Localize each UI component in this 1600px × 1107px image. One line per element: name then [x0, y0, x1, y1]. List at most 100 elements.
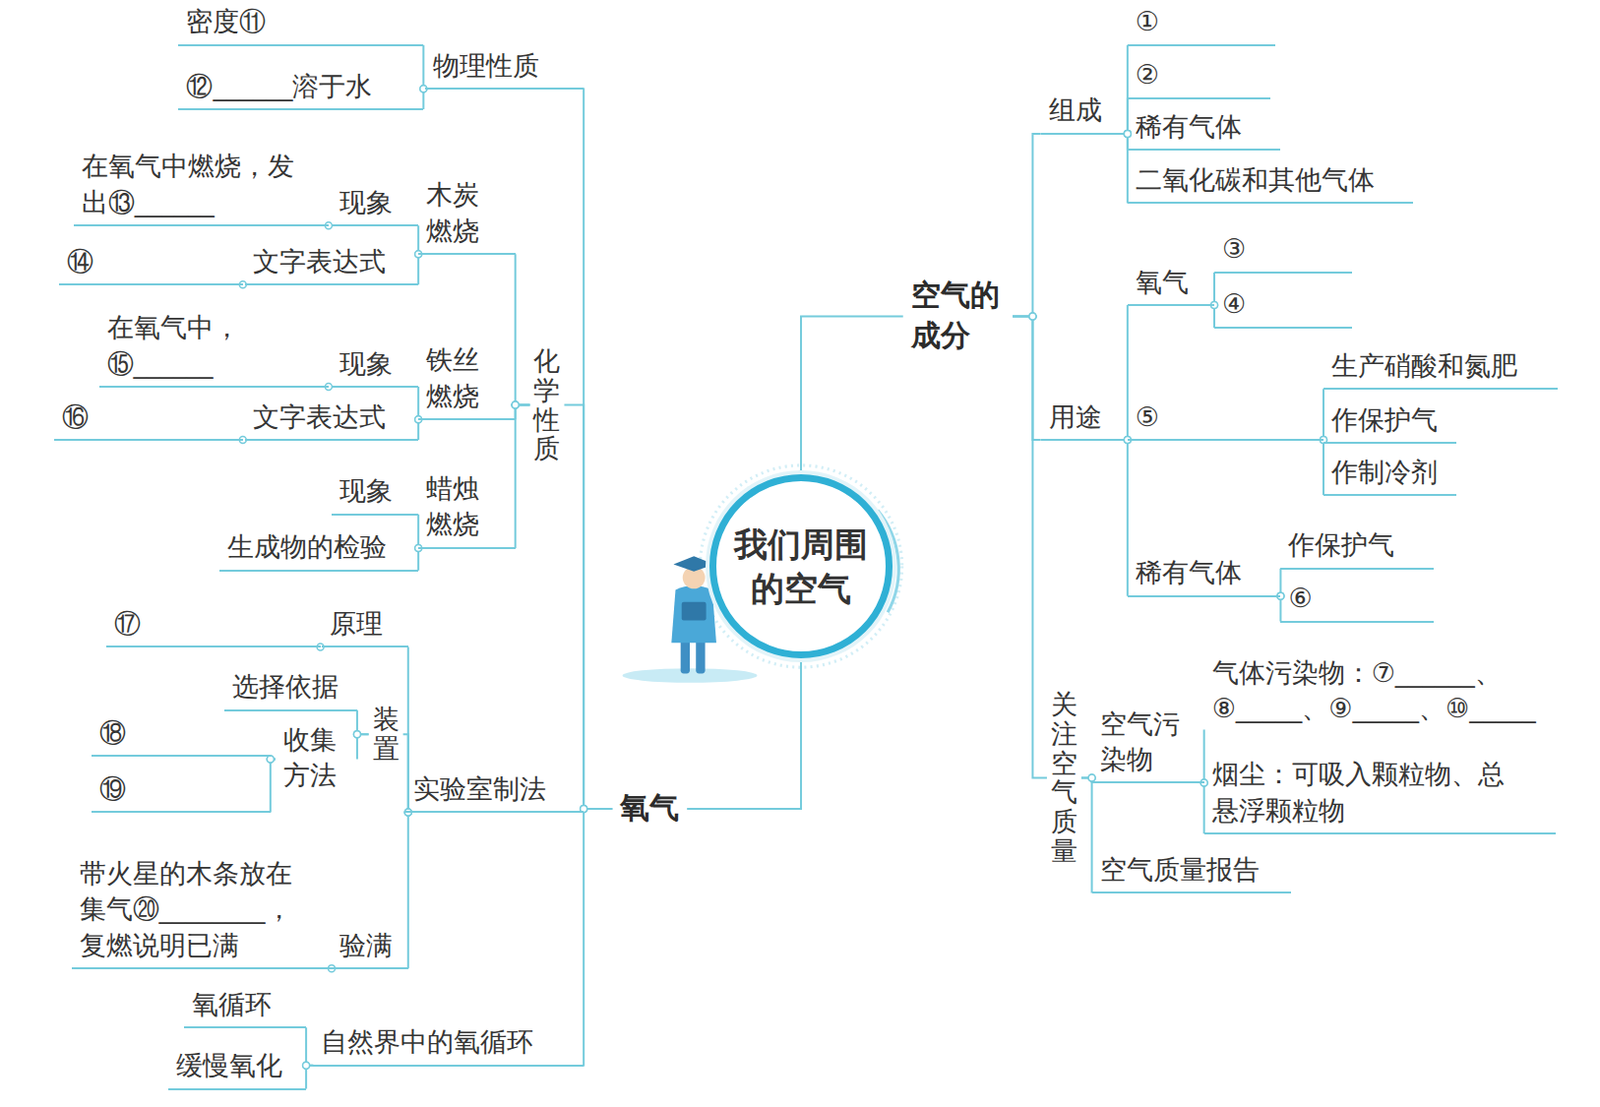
junction-dot	[303, 1061, 310, 1069]
branch-connector	[417, 253, 420, 285]
mind-map-item: 氧气	[1127, 262, 1215, 307]
node-text: 烟尘：可吸入颗粒物、总悬浮颗粒物	[1212, 756, 1524, 829]
figure-shadow	[622, 668, 758, 683]
branch-connector	[686, 658, 801, 809]
branch-connector	[1012, 133, 1042, 317]
branch-connector	[800, 316, 904, 476]
mind-map-item: ⑤	[1127, 397, 1324, 441]
junction-dot	[511, 401, 519, 409]
mind-map-item: ⑭	[59, 242, 244, 286]
node-text: 现象	[339, 473, 411, 509]
node-text: ⑱	[99, 715, 262, 751]
node-text: 作保护气	[1288, 527, 1426, 563]
branch-connector	[405, 811, 409, 969]
node-text: 原理	[329, 606, 401, 642]
node-text: 氧气	[619, 788, 679, 829]
mind-map-item: 物理性质	[425, 46, 584, 90]
junction-dot	[353, 731, 361, 739]
node-text: 物理性质	[432, 48, 576, 84]
junction-dot	[580, 804, 588, 812]
junction-dot	[303, 1061, 310, 1069]
mind-map-item: 实验室制法	[405, 769, 584, 813]
node-text: 氧循环	[191, 986, 299, 1023]
branch-connector	[583, 808, 613, 1066]
node-text: ②	[1135, 57, 1263, 93]
node-text: 空气的成分	[911, 275, 1005, 356]
node-text: 实验室制法	[413, 771, 576, 807]
mind-map-item: 用途	[1041, 397, 1123, 441]
branch-connector	[563, 405, 613, 809]
mind-map-item: ⑲	[91, 769, 270, 813]
branch-topic: 空气的成分	[903, 273, 1013, 360]
mind-map-item: ①	[1127, 1, 1276, 46]
branch-connector	[1012, 316, 1042, 440]
mind-map-item: 密度⑪	[178, 1, 424, 46]
node-text: 空气污染物	[1100, 706, 1186, 779]
node-text: 装置	[372, 704, 400, 763]
center-circle: 我们周围的空气	[709, 474, 894, 659]
mind-map-item: 现象	[331, 344, 419, 388]
junction-dot	[353, 731, 361, 739]
branch-connector	[583, 88, 613, 809]
mind-map-item: ⑥	[1280, 578, 1434, 622]
node-text: 在氧气中燃烧，发出⑬______	[81, 148, 308, 221]
node-text: 验满	[339, 927, 401, 964]
vertical-topic: 化学性质	[529, 342, 564, 468]
junction-dot	[1123, 129, 1131, 137]
mind-map-item: 二氧化碳和其他气体	[1127, 160, 1414, 204]
node-text: ⑤	[1135, 399, 1316, 435]
mind-map-item: 现象	[331, 183, 419, 227]
junction-dot	[511, 401, 519, 409]
mind-map-item: 组成	[1041, 90, 1123, 134]
mind-map-item: 文字表达式	[245, 242, 419, 286]
mind-map-item: 空气质量报告	[1092, 850, 1292, 894]
branch-connector	[1081, 777, 1093, 893]
mind-map-item: 缓慢氧化	[168, 1046, 307, 1090]
node-text: 现象	[339, 184, 411, 221]
node-text: 现象	[339, 346, 411, 382]
mind-map-item: ④	[1214, 284, 1353, 328]
node-text: 木炭燃烧	[426, 177, 484, 249]
vertical-topic: 关注空气质量	[1046, 685, 1082, 869]
junction-dot	[1123, 129, 1131, 137]
node-text: 文字表达式	[252, 244, 411, 280]
node-text: 选择依据	[232, 669, 350, 705]
junction-dot	[1029, 312, 1037, 320]
outer-ring	[699, 465, 902, 668]
junction-dot	[1029, 312, 1037, 320]
branch-connector	[515, 405, 531, 549]
node-text: 稀有气体	[1135, 109, 1274, 145]
mind-map-item: 作保护气	[1280, 525, 1434, 569]
node-text: ④	[1222, 286, 1345, 322]
node-text: 文字表达式	[252, 399, 411, 435]
mind-map-item: 在氧气中，⑮______	[99, 307, 329, 388]
junction-dot	[511, 401, 519, 409]
junction-dot	[1123, 129, 1131, 137]
node-text: 密度⑪	[185, 3, 416, 40]
mind-map-item: ②	[1127, 55, 1271, 99]
node-text: 二氧化碳和其他气体	[1135, 162, 1406, 198]
junction-dot	[580, 804, 588, 812]
node-text: 稀有气体	[1135, 554, 1274, 591]
mind-map-item: 铁丝燃烧	[418, 340, 516, 421]
mind-map-item: 作保护气	[1323, 400, 1457, 444]
junction-dot	[580, 804, 588, 812]
mind-map-item: 收集方法	[275, 720, 358, 799]
mind-map-item: 现象	[331, 471, 419, 515]
mind-map-item: 验满	[331, 925, 409, 970]
node-text: 作保护气	[1331, 402, 1449, 438]
node-text: 生产硝酸和氮肥	[1331, 348, 1551, 384]
node-text: 铁丝燃烧	[426, 342, 484, 415]
node-text: 蜡烛燃烧	[426, 471, 484, 544]
mind-map-item: ⑱	[91, 713, 270, 757]
junction-dot	[1029, 312, 1037, 320]
mind-map-item: 气体污染物：⑦______、⑧_____、⑨_____、⑩_____	[1204, 653, 1580, 732]
mind-map-item: 稀有气体	[1127, 107, 1282, 151]
mind-map-item: ⑫______溶于水	[178, 66, 424, 111]
node-text: ⑲	[99, 771, 262, 807]
branch-connector	[403, 734, 409, 812]
mind-map-item: 原理	[321, 604, 409, 648]
branch-connector	[515, 253, 531, 405]
mind-map-item: 在氧气中燃烧，发出⑬______	[73, 146, 329, 227]
node-text: 气体污染物：⑦______、⑧_____、⑨_____、⑩_____	[1212, 655, 1572, 728]
